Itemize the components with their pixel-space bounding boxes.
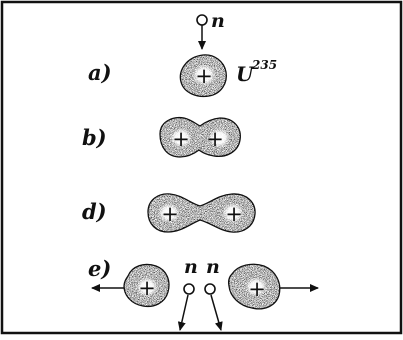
plus-sign: +: [195, 64, 213, 88]
plus-sign: +: [161, 202, 179, 226]
stage-b: b) + +: [82, 118, 240, 157]
incoming-neutron: [197, 15, 207, 25]
emitted-neutron-arrow: [180, 295, 188, 330]
uranium-nucleus: +: [180, 55, 226, 97]
plus-sign: +: [225, 202, 243, 226]
plus-sign: +: [248, 277, 266, 301]
stage-a: a) n + U 235: [88, 10, 277, 96]
nucleus-mass-number: 235: [251, 58, 277, 72]
stage-d: d) + +: [82, 194, 255, 232]
emitted-neutron-label: n: [184, 256, 198, 278]
plus-sign: +: [172, 127, 190, 151]
emitted-neutron: [184, 284, 194, 294]
plus-sign: +: [206, 127, 224, 151]
right-fragment: +: [229, 264, 280, 309]
necked-nucleus: + +: [148, 194, 255, 232]
emitted-neutron-arrow: [211, 295, 221, 330]
deformed-nucleus: + +: [160, 118, 240, 157]
stage-e: e) + + n n: [88, 256, 318, 330]
stage-d-label: d): [82, 199, 107, 224]
incoming-neutron-label: n: [211, 10, 225, 32]
emitted-neutron: [205, 284, 215, 294]
plus-sign: +: [138, 276, 156, 300]
stage-b-label: b): [82, 125, 107, 150]
stage-e-label: e): [88, 256, 111, 281]
emitted-neutron-label: n: [206, 256, 220, 278]
stage-a-label: a): [88, 60, 112, 85]
frame-border: [2, 2, 401, 333]
left-fragment: +: [124, 264, 169, 306]
